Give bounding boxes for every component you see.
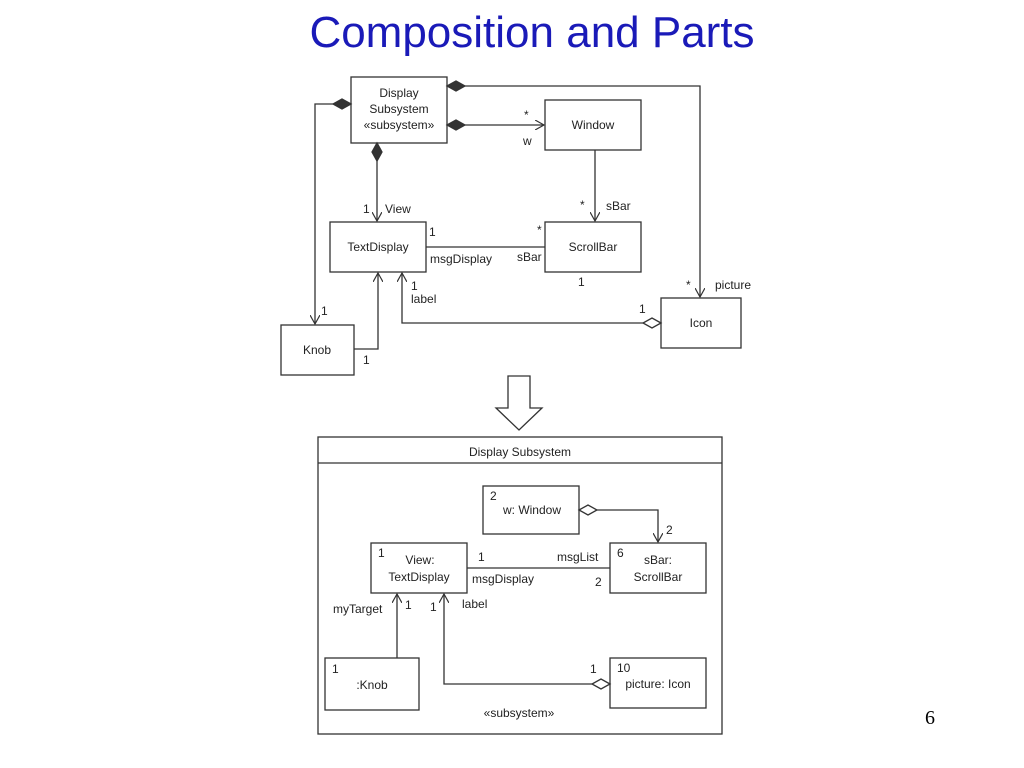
sbar-part [609, 542, 707, 594]
top-class-diagram [280, 76, 742, 376]
knob-class-name: Knob [303, 343, 331, 357]
sbar-multiplicity-top: * [580, 198, 585, 212]
view-part-name-line1: View: [405, 553, 434, 567]
down-arrow-icon [494, 375, 544, 431]
scrollbar-multiplicity-left: * [537, 223, 542, 237]
view-part-name-line2: TextDisplay [388, 570, 449, 584]
picture-multiplicity-left: 1 [590, 662, 597, 676]
window-part [482, 485, 580, 535]
sbar-part-mult: 6 [617, 546, 624, 560]
knob-part [324, 657, 420, 711]
icon-class-name: Icon [690, 316, 713, 330]
window-multiplicity: * [524, 108, 529, 122]
window-part-mult: 2 [490, 489, 497, 503]
composition-diamond-icon [445, 80, 467, 92]
label-multiplicity: 1 [411, 279, 418, 293]
composition-diamond-view [371, 141, 383, 163]
msg-list-role: msgList [557, 550, 599, 564]
picture-view-aggregation [444, 594, 592, 685]
window-sbar-aggregation [597, 509, 658, 542]
view-multiplicity-right: 1 [478, 550, 485, 564]
ds-class-stereotype: «subsystem» [364, 118, 435, 132]
page-number: 6 [925, 707, 935, 729]
picture-part [609, 657, 707, 709]
ds-class-line2: Subsystem [369, 102, 428, 116]
text-display-class [329, 221, 427, 273]
knob-class [280, 324, 355, 376]
window-role: w [522, 134, 532, 148]
label-role-bottom: label [462, 597, 487, 611]
view-part-mult: 1 [378, 546, 385, 560]
my-target-role: myTarget [333, 602, 383, 616]
picture-part-mult: 10 [617, 661, 631, 675]
ds-knob-composition [315, 103, 333, 324]
display-subsystem-class [350, 76, 448, 144]
composition-diamond-window [445, 119, 467, 131]
ds-icon-composition [465, 85, 700, 297]
textdisplay-multiplicity-right: 1 [429, 225, 436, 239]
knob-multiplicity-top: 1 [321, 304, 328, 318]
knob-multiplicity-right: 1 [363, 353, 370, 367]
scrollbar-multiplicity-bottom: 1 [578, 275, 585, 289]
window-class-name: Window [572, 118, 615, 132]
icon-multiplicity-top: * [686, 278, 691, 292]
msg-display-role: msgDisplay [430, 252, 492, 266]
knob-textdisplay-association [354, 273, 378, 350]
aggregation-diamond-picture [590, 678, 612, 690]
subsystem-stereotype: «subsystem» [484, 706, 555, 720]
ds-class-line1: Display [379, 86, 418, 100]
view-multiplicity-label: 1 [430, 600, 437, 614]
knob-part-mult: 1 [332, 662, 339, 676]
window-class [544, 99, 642, 151]
picture-role: picture [715, 278, 751, 292]
icon-class [660, 297, 742, 349]
icon-multiplicity-left: 1 [639, 302, 646, 316]
scrollbar-role-left: sBar [517, 250, 542, 264]
sbar-part-name-line1: sBar: [644, 553, 672, 567]
view-role: View [385, 202, 411, 216]
composition-diamond-knob [331, 98, 353, 110]
slide-title: Composition and Parts [309, 8, 755, 57]
aggregation-diamond-icon [641, 317, 663, 329]
scroll-bar-class [544, 221, 642, 273]
sbar-role-top: sBar [606, 199, 631, 213]
label-role: label [411, 292, 436, 306]
view-part [370, 542, 468, 594]
textdisplay-class-name: TextDisplay [347, 240, 408, 254]
aggregation-diamond-window [577, 504, 599, 516]
msg-display-role-bottom: msgDisplay [472, 572, 534, 586]
icon-textdisplay-aggregation [402, 273, 643, 324]
window-part-name: w: Window [502, 503, 561, 517]
knob-part-name: :Knob [356, 678, 388, 692]
picture-part-name: picture: Icon [625, 677, 690, 691]
view-multiplicity-knob: 1 [405, 598, 412, 612]
bottom-composite-diagram [317, 436, 723, 735]
scrollbar-class-name: ScrollBar [569, 240, 618, 254]
window-sbar-multiplicity: 2 [666, 523, 673, 537]
frame-title: Display Subsystem [469, 445, 571, 459]
sbar-part-name-line2: ScrollBar [634, 570, 683, 584]
sbar-multiplicity-left: 2 [595, 575, 602, 589]
view-multiplicity: 1 [363, 202, 370, 216]
